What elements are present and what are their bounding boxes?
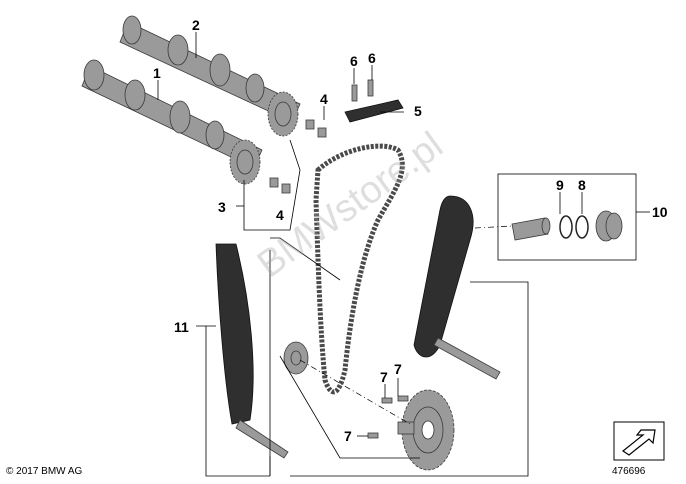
slide-rail: [215, 243, 289, 459]
callout-2: 2: [192, 17, 200, 33]
callout-7-right: 7: [394, 361, 402, 377]
camshaft-intake: [81, 59, 263, 169]
o-ring-8: [575, 215, 589, 239]
callout-7-bottom: 7: [344, 428, 352, 444]
chain-tensioner: [511, 210, 623, 242]
callout-7-left: 7: [380, 369, 388, 385]
diagram-id: 476696: [612, 466, 646, 477]
camshaft-exhaust: [119, 15, 301, 123]
callout-6-left: 6: [350, 53, 358, 69]
callout-11: 11: [174, 319, 189, 335]
camshaft-sprocket-upper: [267, 91, 299, 137]
crankshaft-sprocket: [397, 389, 455, 471]
idler-roller: [283, 341, 309, 375]
callout-8: 8: [578, 177, 586, 193]
callout-3: 3: [218, 199, 226, 215]
tensioner-group-box: [497, 173, 637, 261]
callout-4-lower: 4: [276, 207, 284, 223]
timing-chain: [313, 143, 405, 395]
camshaft-sprocket-lower: [229, 139, 261, 185]
tensioner-rail-pin: [433, 337, 501, 380]
o-ring-9: [559, 215, 573, 239]
callout-1: 1: [153, 65, 161, 81]
callout-10: 10: [652, 204, 668, 220]
callout-6-right: 6: [368, 50, 376, 66]
callout-5: 5: [414, 103, 422, 119]
sprocket-bolts-upper: [305, 119, 327, 138]
leader-lines: [157, 32, 650, 477]
tensioner-rail: [413, 195, 474, 358]
chain-guide-rail: [344, 79, 404, 123]
center-lines: [299, 225, 513, 425]
callout-9: 9: [556, 177, 564, 193]
sprocket-screws: [367, 395, 409, 439]
copyright-text: © 2017 BMW AG: [6, 466, 83, 477]
sprocket-bolts-lower: [269, 177, 291, 194]
arrow-box-icon[interactable]: [613, 421, 665, 461]
callout-4-upper: 4: [320, 91, 328, 107]
